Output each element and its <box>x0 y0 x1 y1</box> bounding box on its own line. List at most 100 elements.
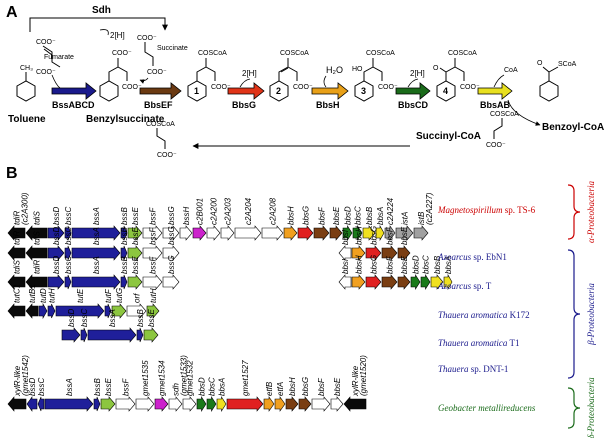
gene-label: istB <box>417 211 426 225</box>
gene-label: bbsE <box>332 206 341 225</box>
class-name: -Proteobacteria <box>586 283 596 341</box>
gene-label: gmet1532 <box>186 360 195 396</box>
gene-arrow <box>329 225 343 241</box>
gene-label: bssC <box>80 309 89 327</box>
gene-arrow <box>182 396 197 412</box>
gene-label: tdiR <box>13 231 22 245</box>
succinate-structure <box>144 42 154 66</box>
gene-label: bssG <box>167 226 176 245</box>
bbscd-h: 2[H] <box>410 69 425 78</box>
gene-label: bbsF <box>317 377 326 396</box>
benzylsuccinate-coo-bottom: COO⁻ <box>122 84 142 91</box>
gene-arrow <box>365 274 382 290</box>
gene-arrow <box>25 274 48 290</box>
class-name: -Proteobacteria <box>586 377 596 435</box>
compound-3-ho: HO <box>352 66 363 73</box>
alpha-brace <box>567 184 581 240</box>
organism-genus: Thauera aromatica <box>438 310 508 320</box>
gene-label: bssB <box>120 256 129 274</box>
benzoyl-coa-scoa: SCoA <box>558 61 577 68</box>
gene-arrow <box>410 273 421 291</box>
sdh-loop <box>29 17 168 32</box>
toluene-structure <box>16 72 36 102</box>
gene-arrow <box>64 274 72 290</box>
gene-arrow <box>25 245 48 261</box>
gene-arrow <box>216 395 227 413</box>
gene-arrow <box>143 327 159 343</box>
fumarate-label: Fumarate <box>44 54 74 61</box>
compound-4-coo: COO⁻ <box>460 84 480 91</box>
class-braces <box>567 184 581 429</box>
succinate-label: Succinate <box>157 45 188 52</box>
gene-label: sdh <box>172 383 181 396</box>
gene-label: bbsF <box>386 226 395 245</box>
organism-genus: Thauera aromatica <box>438 338 508 348</box>
gene-label: bssA <box>92 256 101 274</box>
gene-arrow <box>352 224 363 242</box>
gene-label: bbsB <box>433 255 442 274</box>
gene-label: tdiR <box>13 211 22 225</box>
organism-strain: sp. T <box>471 281 492 291</box>
gene-arrow <box>7 303 26 319</box>
compound-1-structure <box>187 58 216 102</box>
gene-label: bssD <box>67 309 76 327</box>
gene-label: tdiR <box>33 260 42 274</box>
gene-arrow <box>263 396 275 412</box>
gene-arrow <box>71 245 121 261</box>
organism-label: Thauera aromatica T1 <box>438 338 520 348</box>
gene-label: c2B001 <box>196 198 205 225</box>
gene-label: bssD <box>52 207 61 225</box>
bbscd-arrow <box>395 82 431 100</box>
bbscd-label: BbsCD <box>398 100 429 110</box>
gene-label: bbsI <box>341 258 350 274</box>
gene-arrow <box>313 225 330 241</box>
gene-label: xylR-like <box>351 365 360 397</box>
bbsab-label: BbsAB <box>480 100 511 110</box>
gene-label: bbsC <box>422 255 431 274</box>
gene-arrow <box>47 225 65 241</box>
succinyl-coa-split-structure <box>493 118 503 139</box>
fumarate-coo-top: COO⁻ <box>36 39 56 46</box>
gene-arrow <box>100 396 116 412</box>
gene-arrow <box>126 303 147 319</box>
succinate-arrow <box>139 77 149 84</box>
gene-label: bbsG <box>370 255 379 274</box>
gene-arrow <box>146 303 160 319</box>
gene-label: bbsH <box>287 206 296 225</box>
succinate-coo-bottom: COO⁻ <box>147 69 167 76</box>
gene-label: tutC1 <box>13 284 22 303</box>
sdh-h-arrow <box>99 29 109 36</box>
gene-label: bssA <box>92 207 101 225</box>
benzoyl-coa-split <box>507 99 541 126</box>
gene-label: bbsF <box>386 255 395 274</box>
organism-label: Geobacter metallireducens <box>438 403 536 413</box>
gene-arrow <box>375 224 385 242</box>
sdh-label: Sdh <box>92 5 111 16</box>
gene-arrow <box>7 245 26 261</box>
class-labels: α-Proteobacteria β-Proteobacteria δ-Prot… <box>586 181 596 438</box>
gene-label: (c2A300) <box>21 192 30 225</box>
gene-arrow <box>381 274 398 290</box>
benzylsuccinate-structure <box>99 58 128 102</box>
gene-arrow <box>135 396 155 412</box>
benzoyl-coa-structure <box>539 66 559 102</box>
gene-label: bssC <box>64 227 73 245</box>
bssabcd-label: BssABCD <box>52 100 95 110</box>
gene-label: bssA <box>92 227 101 245</box>
gene-arrow <box>87 327 137 343</box>
bbsg-h-arrow <box>239 78 251 88</box>
gene-arrow <box>261 225 284 241</box>
gene-label: bssD <box>52 227 61 245</box>
gene-label: bssG <box>167 255 176 274</box>
gene-arrow <box>168 396 183 412</box>
gene-arrow <box>362 225 376 241</box>
organism-label: Azoarcus sp. T <box>437 281 492 291</box>
bbsh-arrow <box>311 82 349 100</box>
gene-arrow <box>120 225 128 241</box>
gene-arrow <box>71 225 121 241</box>
gene-label: bbsE <box>400 226 409 245</box>
gene-label: tdiS <box>13 260 22 274</box>
delta-brace <box>567 387 581 429</box>
gene-arrow <box>64 245 72 261</box>
